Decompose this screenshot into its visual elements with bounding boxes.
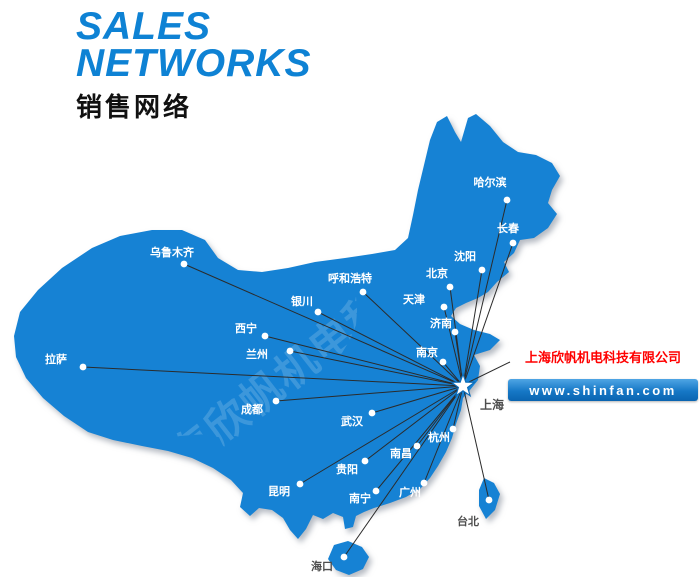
city-label-贵阳: 贵阳 — [336, 462, 358, 476]
network-line-呼和浩特 — [362, 291, 464, 387]
city-label-哈尔滨: 哈尔滨 — [474, 175, 507, 189]
title-line1: SALES — [76, 5, 212, 48]
hainan-island-shape — [328, 541, 369, 575]
city-dot-乌鲁木齐 — [180, 260, 188, 268]
city-label-乌鲁木齐: 乌鲁木齐 — [150, 245, 195, 259]
network-line-武汉 — [371, 385, 464, 414]
city-dot-哈尔滨 — [503, 196, 511, 204]
city-label-呼和浩特: 呼和浩特 — [328, 271, 372, 285]
network-line-成都 — [275, 385, 464, 402]
city-label-南昌: 南昌 — [390, 446, 412, 460]
callout-line — [468, 361, 511, 383]
city-dot-西宁 — [261, 332, 269, 340]
city-label-南京: 南京 — [416, 345, 438, 359]
city-dot-台北 — [485, 496, 493, 504]
city-dot-兰州 — [286, 347, 294, 355]
city-label-武汉: 武汉 — [341, 414, 364, 428]
city-dot-南宁 — [372, 487, 380, 495]
city-dot-广州 — [420, 479, 428, 487]
network-line-贵阳 — [364, 385, 464, 462]
network-line-沈阳 — [462, 269, 483, 387]
city-label-沈阳: 沈阳 — [454, 249, 476, 263]
network-line-乌鲁木齐 — [183, 263, 464, 387]
network-line-南宁 — [375, 385, 464, 492]
city-label-兰州: 兰州 — [246, 347, 268, 361]
city-label-广州: 广州 — [399, 485, 421, 499]
city-label-天津: 天津 — [403, 292, 425, 306]
city-label-昆明: 昆明 — [268, 485, 290, 498]
city-label-成都: 成都 — [241, 402, 263, 416]
city-dot-成都 — [272, 397, 280, 405]
city-dot-天津 — [440, 303, 448, 311]
city-dot-昆明 — [296, 480, 304, 488]
city-dot-杭州 — [449, 425, 457, 433]
city-label-南宁: 南宁 — [349, 491, 371, 505]
network-line-哈尔滨 — [462, 199, 508, 387]
city-dot-济南 — [451, 328, 459, 336]
city-label-西宁: 西宁 — [235, 321, 257, 335]
city-label-济南: 济南 — [430, 316, 452, 330]
network-line-长春 — [462, 242, 514, 387]
city-label-银川: 银川 — [291, 294, 313, 308]
title-line2: NETWORKS — [76, 42, 312, 85]
hub-star-icon — [449, 372, 477, 398]
city-dot-南京 — [439, 358, 447, 366]
china-mainland-shape — [14, 114, 560, 539]
network-line-杭州 — [452, 385, 464, 430]
hub-label-shanghai: 上海 — [480, 397, 504, 412]
city-dot-呼和浩特 — [359, 288, 367, 296]
city-label-海口: 海口 — [311, 559, 333, 573]
city-dot-沈阳 — [478, 266, 486, 274]
network-line-西宁 — [264, 335, 464, 387]
city-label-台北: 台北 — [457, 514, 479, 528]
city-dot-北京 — [446, 283, 454, 291]
network-lines — [82, 199, 514, 558]
city-dot-贵阳 — [361, 457, 369, 465]
city-dot-银川 — [314, 308, 322, 316]
city-label-杭州: 杭州 — [428, 430, 450, 444]
network-line-银川 — [317, 311, 464, 387]
city-dot-武汉 — [368, 409, 376, 417]
city-dot-拉萨 — [79, 363, 87, 371]
website-banner[interactable]: www.shinfan.com — [508, 379, 698, 401]
network-line-拉萨 — [82, 366, 464, 387]
city-label-拉萨: 拉萨 — [45, 352, 67, 366]
city-label-北京: 北京 — [426, 266, 448, 280]
page-title-en: SALES NETWORKS — [76, 5, 312, 85]
network-line-兰州 — [289, 350, 464, 387]
page-title-cn: 销售网络 — [76, 92, 193, 122]
network-line-台北 — [462, 385, 490, 501]
network-line-广州 — [423, 385, 464, 484]
city-dot-海口 — [340, 553, 348, 561]
city-dots — [79, 196, 517, 561]
city-label-长春: 长春 — [497, 221, 520, 235]
network-line-昆明 — [299, 385, 464, 485]
company-name: 上海欣帆机电科技有限公司 — [524, 350, 681, 365]
header: SALES NETWORKS 销售网络 — [76, 5, 312, 124]
network-line-天津 — [443, 306, 464, 387]
city-dot-南昌 — [413, 442, 421, 450]
network-line-海口 — [343, 385, 464, 558]
website-url: www.shinfan.com — [529, 382, 677, 398]
city-dot-长春 — [509, 239, 517, 247]
